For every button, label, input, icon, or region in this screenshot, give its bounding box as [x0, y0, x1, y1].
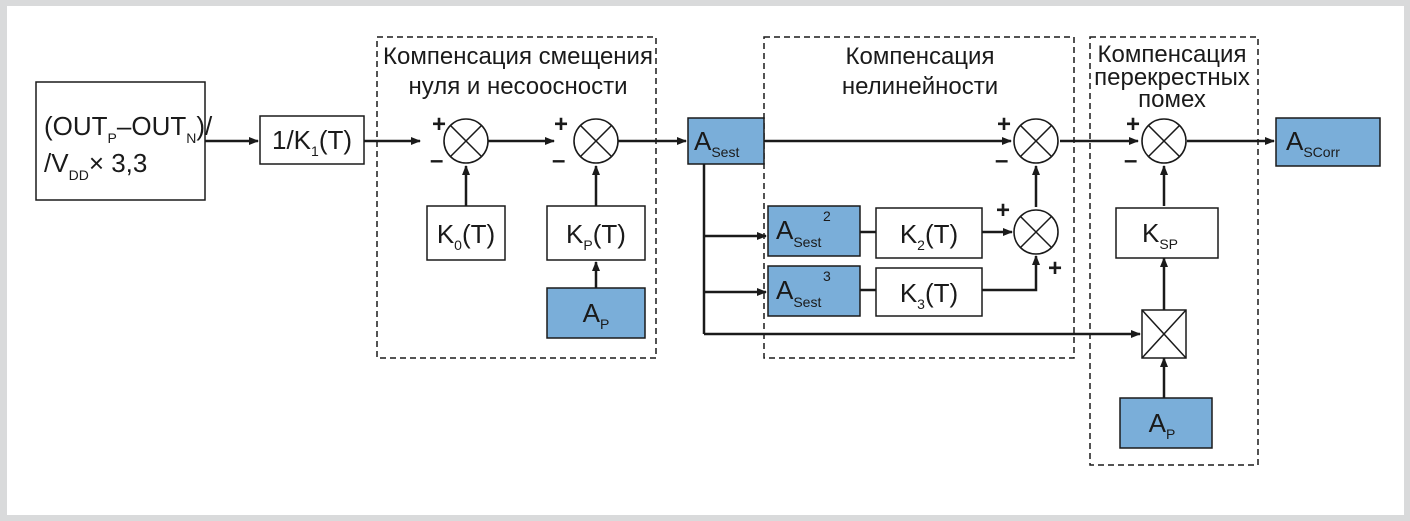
svg-text:K3(T): K3(T) [900, 278, 958, 312]
plus-sign: + [1126, 111, 1140, 138]
multiplier-block [1141, 309, 1187, 359]
crosstalk-compensation-group [1089, 36, 1259, 466]
block-a-sest-cubed: ASest 3 [767, 265, 861, 317]
crosstalk-group-title-line2: перекрестных [1094, 64, 1250, 91]
nonlinearity-group-title-line1: Компенсация [846, 43, 995, 70]
plus-sign: + [997, 111, 1011, 138]
block-a-scorr: ASCorr [1275, 117, 1381, 167]
svg-text:K2(T): K2(T) [900, 219, 958, 253]
block-ap-crosstalk: AP [1119, 397, 1213, 449]
svg-text:/VDD× 3,3: /VDD× 3,3 [44, 148, 147, 183]
block-k0: K0(T) [426, 205, 506, 261]
block-ap-offset: AP [546, 287, 646, 339]
summing-junction-nonlinear-terms [1013, 209, 1059, 255]
summing-junction-offset-1 [443, 118, 489, 164]
offset-group-title-line2: нуля и несоосности [408, 73, 627, 100]
svg-text:3: 3 [823, 268, 831, 284]
block-k2: K2(T) [875, 207, 983, 259]
block-1-over-k1: 1/K1(T) [259, 115, 365, 165]
input-block: (OUTP–OUTN)/ /VDD× 3,3 [35, 81, 213, 201]
plus-sign: + [996, 197, 1010, 224]
svg-text:2: 2 [823, 208, 831, 224]
svg-text:ASCorr: ASCorr [1286, 126, 1340, 160]
block-ksp: KSP [1115, 207, 1219, 259]
svg-text:AP: AP [583, 298, 610, 332]
signal-wires [205, 137, 1275, 398]
plus-sign: + [432, 111, 446, 138]
svg-text:KSP: KSP [1142, 218, 1178, 252]
summing-junction-nonlinear-main [1013, 118, 1059, 164]
svg-text:1/K1(T): 1/K1(T) [272, 125, 352, 159]
crosstalk-group-title-line3: помех [1138, 86, 1206, 113]
block-k3: K3(T) [875, 267, 983, 317]
block-a-sest-squared: ASest 2 [767, 205, 861, 257]
block-a-sest: ASest [687, 117, 765, 165]
minus-sign: – [1124, 147, 1137, 174]
crosstalk-group-title-line1: Компенсация [1098, 41, 1247, 68]
svg-text:ASest: ASest [776, 215, 821, 250]
offset-group-title-line1: Компенсация смещения [383, 43, 653, 70]
svg-text:K0(T): K0(T) [437, 219, 495, 253]
nonlinearity-group-title-line2: нелинейности [842, 73, 998, 100]
svg-text:(OUTP–OUTN)/: (OUTP–OUTN)/ [44, 111, 213, 146]
sign-labels: + – + – + – + + + – [430, 111, 1140, 282]
nonlinearity-compensation-group [763, 36, 1075, 359]
summing-junction-offset-2 [573, 118, 619, 164]
svg-text:ASest: ASest [694, 126, 739, 160]
minus-sign: – [552, 147, 565, 174]
block-kp: KP(T) [546, 205, 646, 261]
minus-sign: – [995, 147, 1008, 174]
plus-sign: + [1048, 255, 1062, 282]
plus-sign: + [554, 111, 568, 138]
minus-sign: – [430, 147, 443, 174]
summing-junction-crosstalk [1141, 118, 1187, 164]
svg-text:KP(T): KP(T) [566, 219, 626, 253]
svg-text:AP: AP [1149, 408, 1176, 442]
svg-text:ASest: ASest [776, 275, 821, 310]
